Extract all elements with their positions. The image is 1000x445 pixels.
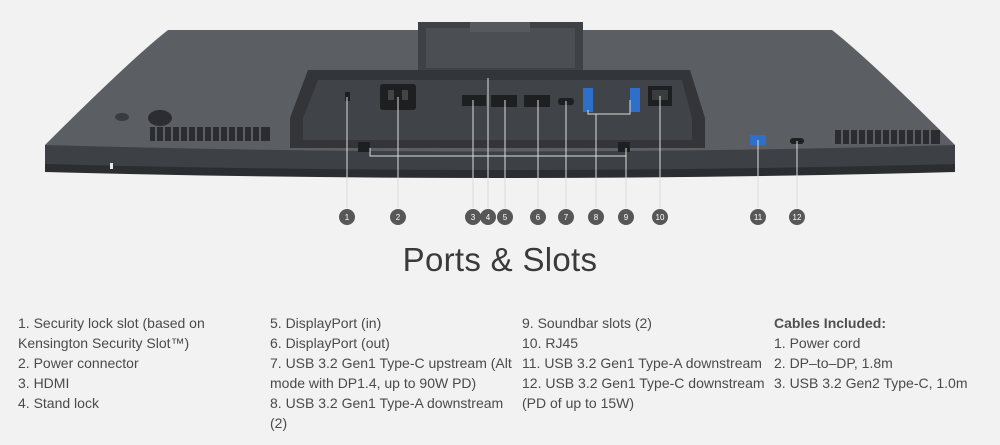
svg-text:3: 3 [471,213,476,222]
legend-item: 1. Security lock slot (based on [18,315,205,331]
callout-marker-10: 10 [652,209,668,225]
callout-marker-2: 2 [390,209,406,225]
legend-item: 1. Power cord [774,335,861,351]
monitor-back-panel [45,22,955,178]
svg-text:8: 8 [594,213,599,222]
legend-item: 3. USB 3.2 Gen2 Type-C, 1.0m [774,375,968,391]
legend-column-2: 5. DisplayPort (in) 6. DisplayPort (out)… [270,313,512,433]
legend-item: 6. DisplayPort (out) [270,335,390,351]
legend-item: Kensington Security Slot™) [18,335,190,351]
callout-marker-9: 9 [618,209,634,225]
svg-text:12: 12 [793,213,802,222]
section-title: Ports & Slots [402,241,598,278]
callout-marker-11: 11 [750,209,766,225]
legend-column-1: 1. Security lock slot (based on Kensingt… [18,313,205,413]
legend-item: 8. USB 3.2 Gen1 Type-A downstream [270,395,504,411]
legend-item: (2) [270,415,288,431]
legend-item: 3. HDMI [18,375,70,391]
legend-item: 11. USB 3.2 Gen1 Type-A downstream [522,355,762,371]
legend-item: mode with DP1.4, up to 90W PD) [270,375,477,391]
callout-marker-1: 1 [339,209,355,225]
legend-item: 9. Soundbar slots (2) [522,315,652,331]
legend-item: (PD of up to 15W) [522,395,635,411]
callout-marker-12: 12 [789,209,805,225]
svg-text:11: 11 [754,213,763,222]
svg-text:5: 5 [503,213,508,222]
legend-item: 12. USB 3.2 Gen1 Type-C downstream [522,375,765,391]
cables-included: Cables Included: 1. Power cord 2. DP–to–… [774,313,968,393]
callout-marker-6: 6 [530,209,546,225]
svg-text:9: 9 [624,213,629,222]
legend-item: 4. Stand lock [18,395,99,411]
callout-marker-8: 8 [588,209,604,225]
svg-text:6: 6 [536,213,541,222]
legend-column-3: 9. Soundbar slots (2) 10. RJ45 11. USB 3… [522,313,765,413]
legend-item: 7. USB 3.2 Gen1 Type-C upstream (Alt [270,355,512,371]
cables-heading: Cables Included: [774,315,887,331]
legend-item: 2. Power connector [18,355,139,371]
legend-item: 5. DisplayPort (in) [270,315,382,331]
svg-text:1: 1 [345,213,350,222]
callout-marker-3: 3 [465,209,481,225]
svg-text:4: 4 [486,213,491,222]
svg-text:2: 2 [396,213,401,222]
legend-item: 2. DP–to–DP, 1.8m [774,355,893,371]
callout-leaders [346,78,798,208]
callout-marker-5: 5 [497,209,513,225]
callout-marker-7: 7 [558,209,574,225]
svg-text:10: 10 [656,213,665,222]
callout-marker-4: 4 [480,209,496,225]
svg-text:7: 7 [564,213,569,222]
legend-item: 10. RJ45 [522,335,579,351]
